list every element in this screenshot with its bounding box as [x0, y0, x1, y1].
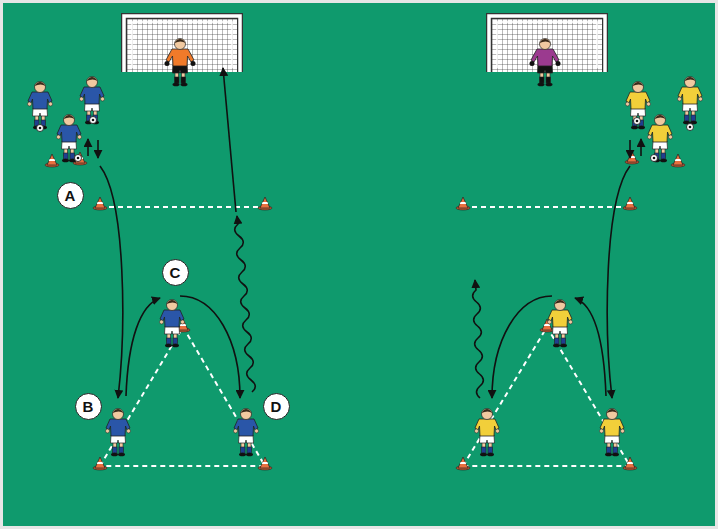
move-arrow	[87, 139, 89, 156]
ball	[634, 118, 641, 125]
run-arrow	[607, 166, 630, 398]
goalkeeper	[530, 39, 561, 87]
triangle-lines	[463, 327, 630, 466]
move-arrow	[629, 140, 631, 158]
movement-arrows	[88, 68, 641, 398]
callout-letter: A	[65, 188, 76, 203]
move-arrow	[640, 139, 642, 156]
cone	[456, 197, 470, 210]
player	[160, 300, 185, 348]
player	[600, 409, 625, 457]
pass-arrow	[492, 296, 552, 398]
cone	[623, 457, 637, 470]
start-line	[463, 206, 630, 208]
cone	[258, 197, 272, 210]
pass-arrow	[575, 298, 606, 396]
cones	[45, 151, 685, 470]
cone	[258, 457, 272, 470]
ball	[75, 155, 82, 162]
player	[234, 409, 259, 457]
cone	[623, 197, 637, 210]
dribble-arrow	[235, 216, 256, 392]
player	[475, 409, 500, 457]
cone	[540, 319, 554, 332]
callout-circle: A	[57, 182, 84, 209]
callout-letter: D	[271, 399, 282, 414]
player	[106, 409, 131, 457]
start-line	[100, 206, 265, 208]
cone	[45, 154, 59, 167]
player	[648, 115, 673, 163]
run-arrow	[100, 166, 123, 398]
callout-letter: B	[83, 399, 94, 414]
cone	[93, 457, 107, 470]
cone	[625, 151, 639, 164]
dashed-lines	[100, 207, 630, 466]
ball	[651, 155, 658, 162]
player	[57, 115, 82, 163]
ball	[90, 117, 97, 124]
cone	[93, 197, 107, 210]
player	[678, 77, 703, 125]
ball	[37, 125, 44, 132]
callout-circle: B	[75, 393, 102, 420]
player	[28, 82, 53, 130]
balls	[37, 117, 694, 162]
callout-circle: C	[162, 259, 189, 286]
cone	[456, 457, 470, 470]
players	[28, 39, 703, 457]
player	[80, 77, 105, 125]
ball	[687, 124, 694, 131]
pass-arrow	[126, 298, 160, 396]
shot-arrow	[223, 68, 236, 212]
cone	[73, 152, 87, 165]
callout-circle: D	[263, 393, 290, 420]
cone	[671, 154, 685, 167]
callout-letter: C	[170, 265, 181, 280]
pass-arrow	[180, 296, 240, 398]
player	[626, 82, 651, 130]
move-arrow	[97, 140, 99, 158]
dribble-arrow	[473, 280, 484, 398]
goalkeeper	[165, 39, 196, 87]
player	[548, 300, 573, 348]
